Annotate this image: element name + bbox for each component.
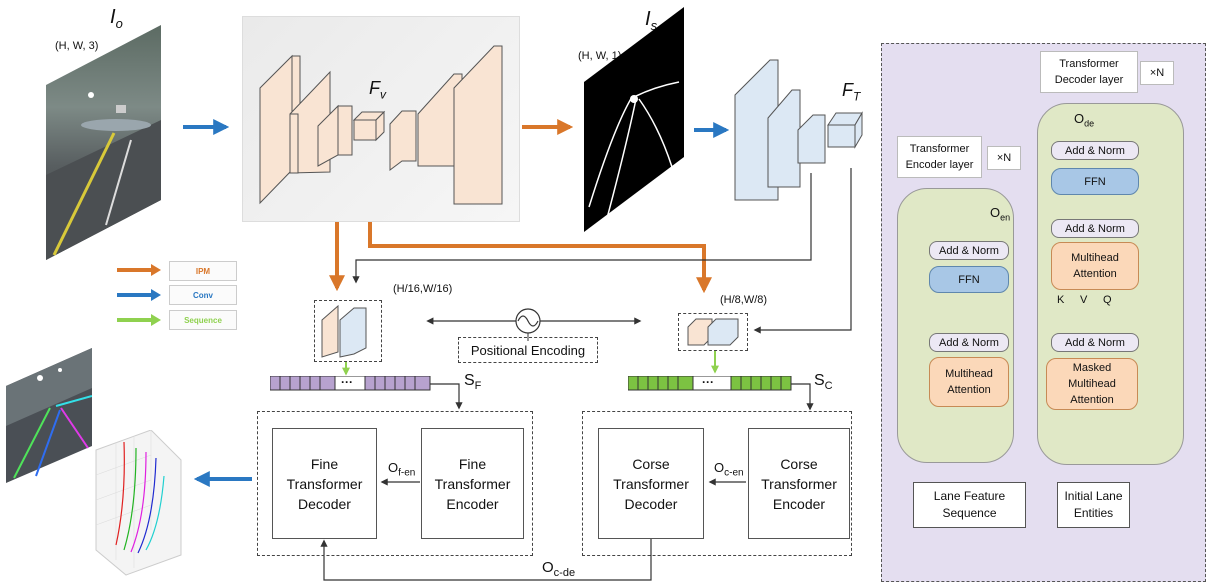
- enc-add-norm-top: Add & Norm: [929, 241, 1009, 260]
- fine-sequence-bar: [270, 376, 431, 391]
- backbone-layers: [259, 45, 503, 205]
- decoder-times-n: ×N: [1140, 61, 1174, 85]
- output-3d-plot: [95, 430, 182, 576]
- ode-label: Ode: [1074, 111, 1095, 129]
- dec-multihead-attention: Multihead Attention: [1051, 242, 1139, 290]
- output-lane-image: [6, 348, 92, 483]
- legend-conv: Conv: [169, 285, 237, 305]
- oen-label: Oen: [990, 205, 1011, 223]
- enc-ffn: FFN: [929, 266, 1009, 293]
- coarse-transformer-group: [582, 411, 852, 556]
- ocen-label: Oc-en: [714, 460, 744, 479]
- fine-transformer-group: [257, 411, 533, 556]
- positional-encoding-box: Positional Encoding: [458, 337, 598, 363]
- corse-transformer-decoder: Corse Transformer Decoder: [598, 428, 704, 539]
- q-label: Q: [1103, 294, 1112, 306]
- fine-transformer-encoder: Fine Transformer Encoder: [421, 428, 524, 539]
- fine-feature-crop: [314, 300, 382, 362]
- ofen-label: Of-en: [388, 460, 416, 479]
- enc-multihead-attention: Multihead Attention: [929, 357, 1009, 407]
- is-label: Is: [645, 8, 658, 33]
- dec-add-norm-top: Add & Norm: [1051, 141, 1139, 160]
- shape-8-label: (H/8,W/8): [720, 294, 768, 306]
- conv-line-coarse: [753, 168, 852, 334]
- coarse-sequence-bar: [628, 376, 792, 391]
- sf-label: SF: [464, 372, 482, 393]
- dec-add-norm-bottom: Add & Norm: [1051, 333, 1139, 352]
- encoder-green-panel: [897, 188, 1014, 463]
- shape-16-label: (H/16,W/16): [393, 283, 453, 295]
- encoder-layer-title: Transformer Encoder layer: [897, 136, 982, 178]
- fv-label: Fv: [369, 78, 386, 102]
- sc-label: SC: [814, 372, 833, 393]
- fine-transformer-decoder: Fine Transformer Decoder: [272, 428, 377, 539]
- segmentation-image: [584, 7, 684, 232]
- dec-add-norm-mid: Add & Norm: [1051, 219, 1139, 238]
- coarse-seq-ellipsis: ···: [702, 375, 714, 389]
- is-shape-label: (H, W, 1): [578, 50, 622, 62]
- initial-lane-entities-input: Initial Lane Entities: [1057, 482, 1130, 528]
- enc-add-norm-bottom: Add & Norm: [929, 333, 1009, 352]
- conv-line-fine: [352, 173, 812, 284]
- encoder-times-n: ×N: [987, 146, 1021, 170]
- k-label: K: [1057, 294, 1065, 306]
- decoder-layer-title: Transformer Decoder layer: [1040, 51, 1138, 93]
- corse-transformer-encoder: Corse Transformer Encoder: [748, 428, 850, 539]
- legend-arrows: [117, 264, 161, 326]
- v-label: V: [1080, 294, 1088, 306]
- ft-label: FT: [842, 80, 861, 104]
- coarse-feature-crop: [678, 313, 748, 351]
- ocde-label: Oc-de: [542, 559, 576, 579]
- legend-ipm: IPM: [169, 261, 237, 281]
- legend-sequence: Sequence: [169, 310, 237, 330]
- input-road-image: [46, 25, 161, 260]
- io-label: Io: [110, 6, 123, 31]
- dec-masked-multihead-attention: Masked Multihead Attention: [1046, 358, 1138, 410]
- decoder-layers: [734, 59, 863, 201]
- lane-feature-sequence-input: Lane Feature Sequence: [913, 482, 1026, 528]
- fine-seq-ellipsis: ···: [341, 375, 353, 389]
- dec-ffn: FFN: [1051, 168, 1139, 195]
- io-shape-label: (H, W, 3): [55, 40, 99, 52]
